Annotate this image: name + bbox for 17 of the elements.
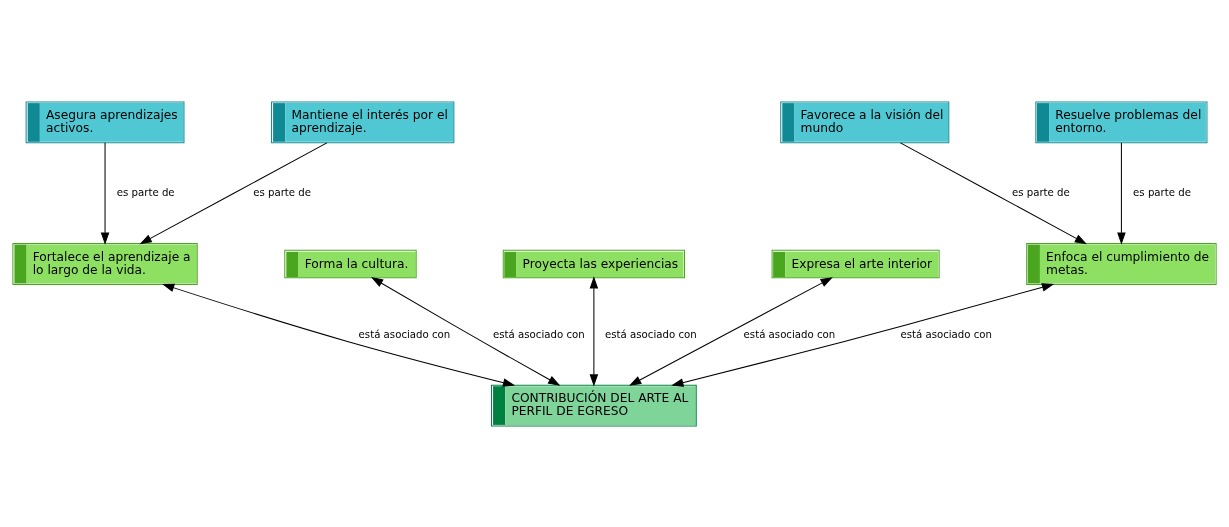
edge-label: es parte de (116, 186, 175, 198)
edge-label: está asociado con (605, 328, 697, 340)
arrow (589, 275, 599, 387)
edge-label: es parte de (1133, 186, 1191, 198)
arrow (1117, 141, 1126, 245)
arrow (899, 141, 1087, 244)
edge-label: está asociado con (493, 328, 585, 340)
edge-label: está asociado con (900, 328, 993, 340)
arrow (162, 283, 516, 387)
edge-label: es parte de (1011, 186, 1070, 198)
edge-label: está asociado con (743, 328, 836, 340)
arrow (100, 141, 110, 245)
arrow (671, 282, 1055, 387)
arrow (370, 276, 561, 386)
arrow (139, 141, 328, 244)
edge-label: está asociado con (358, 328, 451, 340)
edge-label: es parte de (253, 186, 312, 198)
